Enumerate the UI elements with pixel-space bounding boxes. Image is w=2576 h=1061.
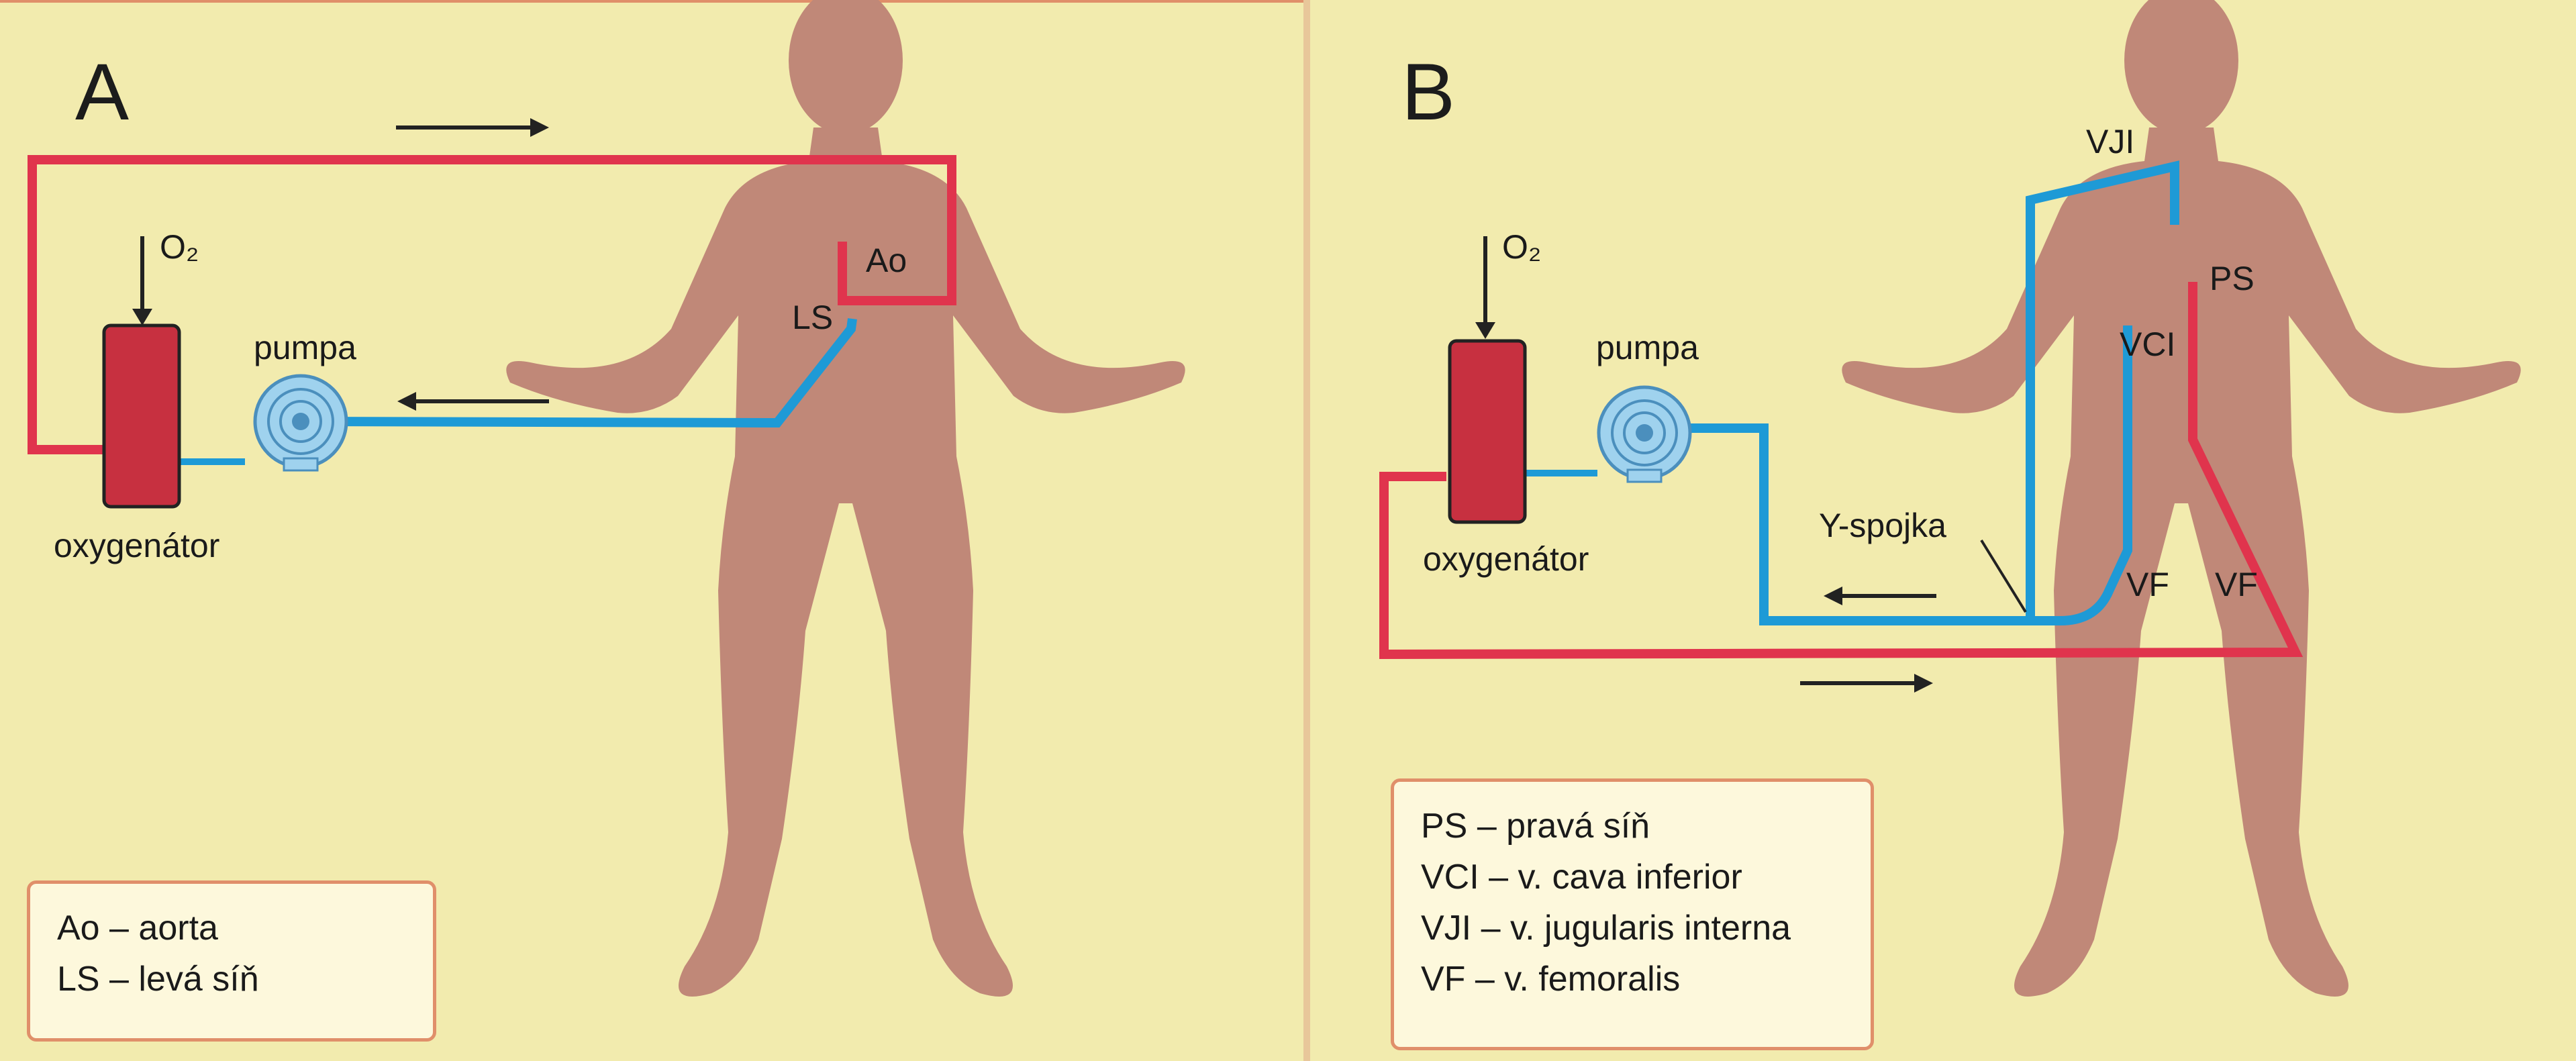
pump-b (1599, 387, 1690, 482)
label-pump-b: pumpa (1596, 329, 1699, 366)
legend-b-item-vci: VCI – v. cava inferior (1421, 858, 1742, 897)
body-figure-b (1842, 0, 2521, 997)
legend-a-item-ao: Ao – aorta (57, 909, 218, 948)
label-vf-left: VF (2126, 566, 2169, 603)
label-ao: Ao (866, 242, 907, 279)
label-vf-right: VF (2215, 566, 2258, 603)
panel-letter-b: B (1401, 47, 1455, 137)
label-oxygenator-a: oxygenátor (54, 527, 219, 564)
legend-a: Ao – aorta LS – levá síň (27, 880, 436, 1042)
arterial-line-a (28, 155, 956, 454)
label-oxygenator-b: oxygenátor (1423, 540, 1589, 578)
body-figure-a (506, 0, 1185, 997)
legend-b: PS – pravá síň VCI – v. cava inferior VJ… (1391, 778, 1874, 1050)
label-vji: VJI (2086, 123, 2134, 160)
label-vci: VCI (2120, 325, 2175, 363)
pump-a (255, 376, 346, 470)
venous-line-a (305, 318, 857, 428)
legend-b-item-vf: VF – v. femoralis (1421, 960, 1681, 999)
panel-divider (1303, 0, 1310, 1061)
y-spojka-pointer (1980, 539, 2027, 613)
arterial-line-b (1379, 282, 2303, 660)
legend-b-item-ps: PS – pravá síň (1421, 807, 1650, 846)
legend-b-item-vji: VJI – v. jugularis interna (1421, 909, 1791, 948)
legend-a-item-ls: LS – levá síň (57, 960, 259, 999)
label-y-spojka: Y-spojka (1819, 507, 1946, 544)
panel-a: A O₂ pumpa oxygenátor Ao LS (28, 0, 1185, 997)
label-ps: PS (2210, 260, 2255, 297)
venous-line-to-pump (1654, 423, 2030, 625)
label-ls: LS (792, 299, 833, 336)
panel-b: B O₂ pumpa oxygenátor VJI PS VCI Y-spojk… (1379, 0, 2521, 997)
label-o2-a: O₂ (160, 228, 199, 266)
panel-letter-a: A (75, 47, 129, 137)
label-o2-b: O₂ (1502, 228, 1541, 266)
oxygenator-b (1448, 339, 1527, 524)
label-pump-a: pumpa (254, 329, 356, 366)
oxygenator-a (102, 323, 181, 509)
